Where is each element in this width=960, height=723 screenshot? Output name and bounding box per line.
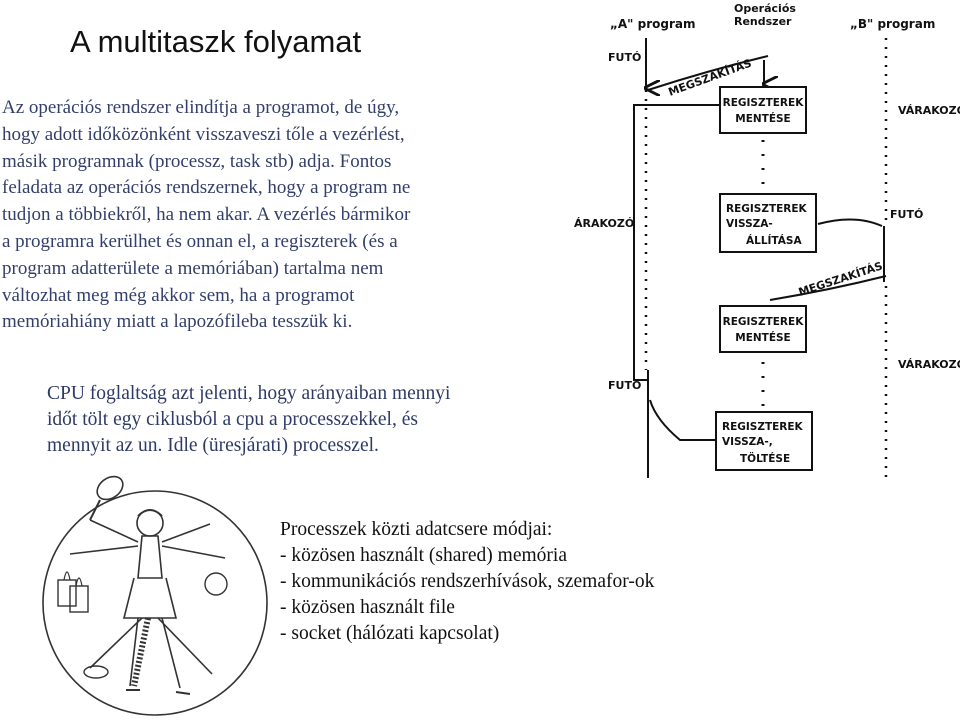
text-line: CPU foglaltság azt jelenti, hogy arányai… (47, 383, 451, 404)
resume-a-line (649, 399, 716, 441)
header-os-line2: Rendszer (734, 15, 792, 28)
label-futo-a2: FUTÓ (608, 379, 641, 392)
figure-torso (137, 535, 163, 579)
text-line: feladata az operációs rendszernek, hogy … (2, 177, 411, 199)
text-line: mennyit az un. Idle (üresjárati) process… (47, 435, 379, 456)
interrupt-line-1 (647, 55, 769, 91)
list-heading: Processzek közti adatcsere módjai: (280, 519, 553, 540)
box1-line1: REGISZTEREK (723, 97, 805, 109)
list-item: - közösen használt file (280, 597, 455, 618)
box-registers-restore (719, 193, 817, 253)
slipper-icon (83, 665, 109, 679)
toy-icon (204, 572, 228, 596)
figure-arms (69, 519, 226, 559)
box-registers-save-2 (719, 305, 807, 353)
box1-line2: MENTÉSE (735, 112, 790, 125)
resume-b-line (817, 218, 883, 227)
box3-line2: MENTÉSE (735, 331, 790, 344)
text-line: tudjon a többiekről, ha nem akar. A vezé… (2, 204, 411, 226)
text-line: Az operációs rendszer elindítja a progra… (2, 97, 400, 118)
text-line: a programra kerülhet és onnan el, a regi… (2, 230, 398, 252)
text-line: változhat meg még akkor sem, ha a progra… (2, 284, 355, 306)
box2-line1: REGISZTEREK (726, 203, 808, 215)
ipc-list: Processzek közti adatcsere módjai: - köz… (280, 517, 654, 647)
label-varakozo-a: ÁRAKOZÓ (574, 217, 634, 230)
illustration-circle (42, 490, 268, 716)
box2-line3: ÁLLÍTÁSA (746, 234, 802, 247)
box3-line1: REGISZTEREK (723, 316, 805, 328)
cpu-paragraph: CPU foglaltság azt jelenti, hogy arányai… (47, 381, 450, 459)
label-varakozo-b1: VÁRAKOZÓ (898, 104, 960, 117)
label-varakozo-b2: VÁRAKOZÓ (898, 358, 960, 371)
interrupt-line-2 (769, 275, 887, 301)
text-line: másik programnak (processz, task stb) ad… (2, 150, 392, 172)
figure-skirt (122, 577, 178, 619)
text-line: időt tölt egy ciklusból a cpu a processz… (47, 409, 418, 430)
text-line: hogy adott időközönként visszaveszi tőle… (2, 123, 405, 145)
list-item: - socket (hálózati kapcsolat) (280, 623, 500, 644)
illustration-figure (42, 475, 268, 716)
box-registers-save-1 (719, 86, 807, 134)
header-os-line1: Operációs (734, 2, 796, 15)
intro-paragraph: Az operációs rendszer elindítja a progra… (2, 95, 410, 336)
header-b-program: „B" program (850, 17, 935, 31)
box4-line2: VISSZA-, (722, 436, 773, 448)
multitask-diagram: „A" program Operációs Rendszer „B" progr… (574, 2, 960, 478)
figure-legs (89, 617, 213, 689)
box4-line1: REGISZTEREK (722, 421, 804, 433)
box4-line3: TÖLTÉSE (740, 451, 790, 465)
box2-line2: VISSZA- (726, 218, 773, 230)
text-line: program adatterülete a memóriában) tarta… (2, 257, 384, 279)
tennis-racket-icon (96, 475, 124, 501)
list-item: - kommunikációs rendszerhívások, szemafo… (280, 571, 655, 592)
list-item: - közösen használt (shared) memória (280, 545, 567, 566)
loop-line (633, 104, 720, 381)
label-futo-b: FUTÓ (890, 208, 923, 221)
header-a-program: „A" program (610, 17, 695, 31)
page-title: A multitaszk folyamat (70, 24, 362, 59)
label-futo-a1: FUTÓ (608, 51, 641, 64)
text-line: memóriahiány miatt a lapozófileba tesszü… (2, 311, 353, 333)
shopping-bag-icon (57, 579, 77, 607)
